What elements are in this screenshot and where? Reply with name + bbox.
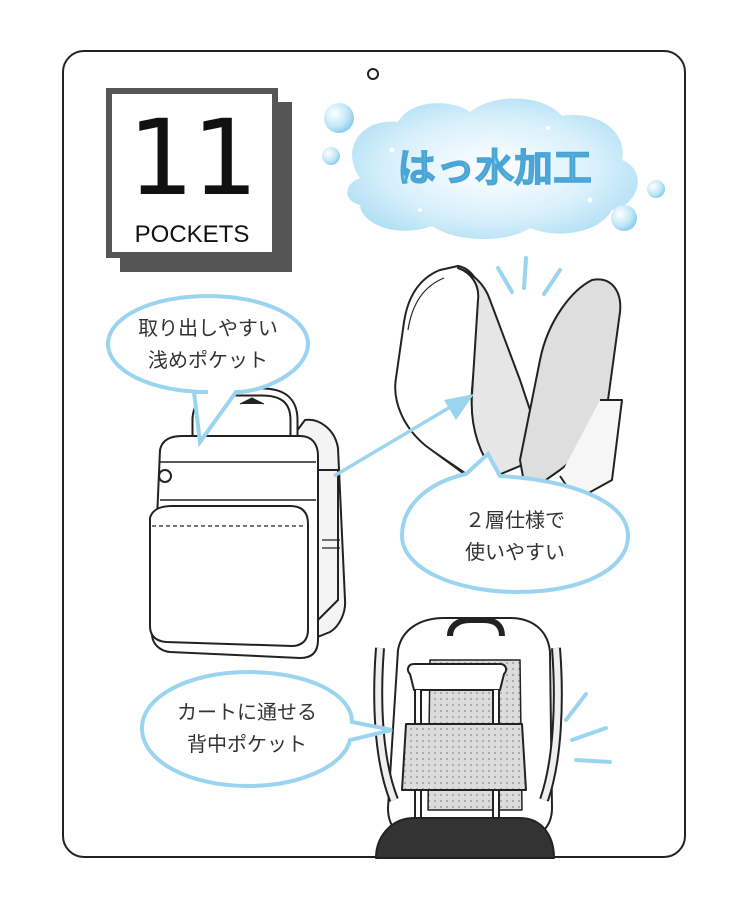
backpack-open-illustration bbox=[394, 265, 623, 501]
pockets-count: 11 bbox=[127, 97, 258, 219]
callout-line: ２層仕様で bbox=[465, 508, 565, 532]
callout-shallow-pocket: 取り出しやすい 浅めポケット bbox=[108, 312, 308, 376]
pockets-badge: 11 POCKETS bbox=[106, 88, 278, 258]
pockets-label: POCKETS bbox=[134, 221, 250, 248]
water-drop-icon bbox=[647, 180, 665, 198]
callout-line: 浅めポケット bbox=[148, 348, 268, 372]
callout-line: 取り出しやすい bbox=[138, 316, 278, 340]
backpack-front-illustration bbox=[149, 387, 347, 659]
water-splash-cloud bbox=[322, 98, 665, 240]
callout-cart-pocket: カートに通せる 背中ポケット bbox=[142, 696, 352, 760]
callout-bubble-shapes bbox=[105, 293, 631, 789]
callout-line: 使いやすい bbox=[465, 540, 565, 564]
water-drop-icon bbox=[611, 205, 637, 231]
water-drop-icon bbox=[322, 147, 340, 165]
backpack-back-illustration bbox=[373, 617, 563, 859]
water-drop-icon bbox=[324, 103, 354, 133]
compartment-arrow-icon bbox=[333, 394, 474, 478]
hang-hole bbox=[367, 68, 379, 80]
callout-line: カートに通せる bbox=[177, 700, 317, 724]
motion-lines bbox=[496, 256, 612, 764]
water-repellent-title: はっ水加工 bbox=[397, 145, 593, 191]
callout-line: 背中ポケット bbox=[187, 732, 307, 756]
callout-two-layer: ２層仕様で 使いやすい bbox=[402, 504, 628, 568]
